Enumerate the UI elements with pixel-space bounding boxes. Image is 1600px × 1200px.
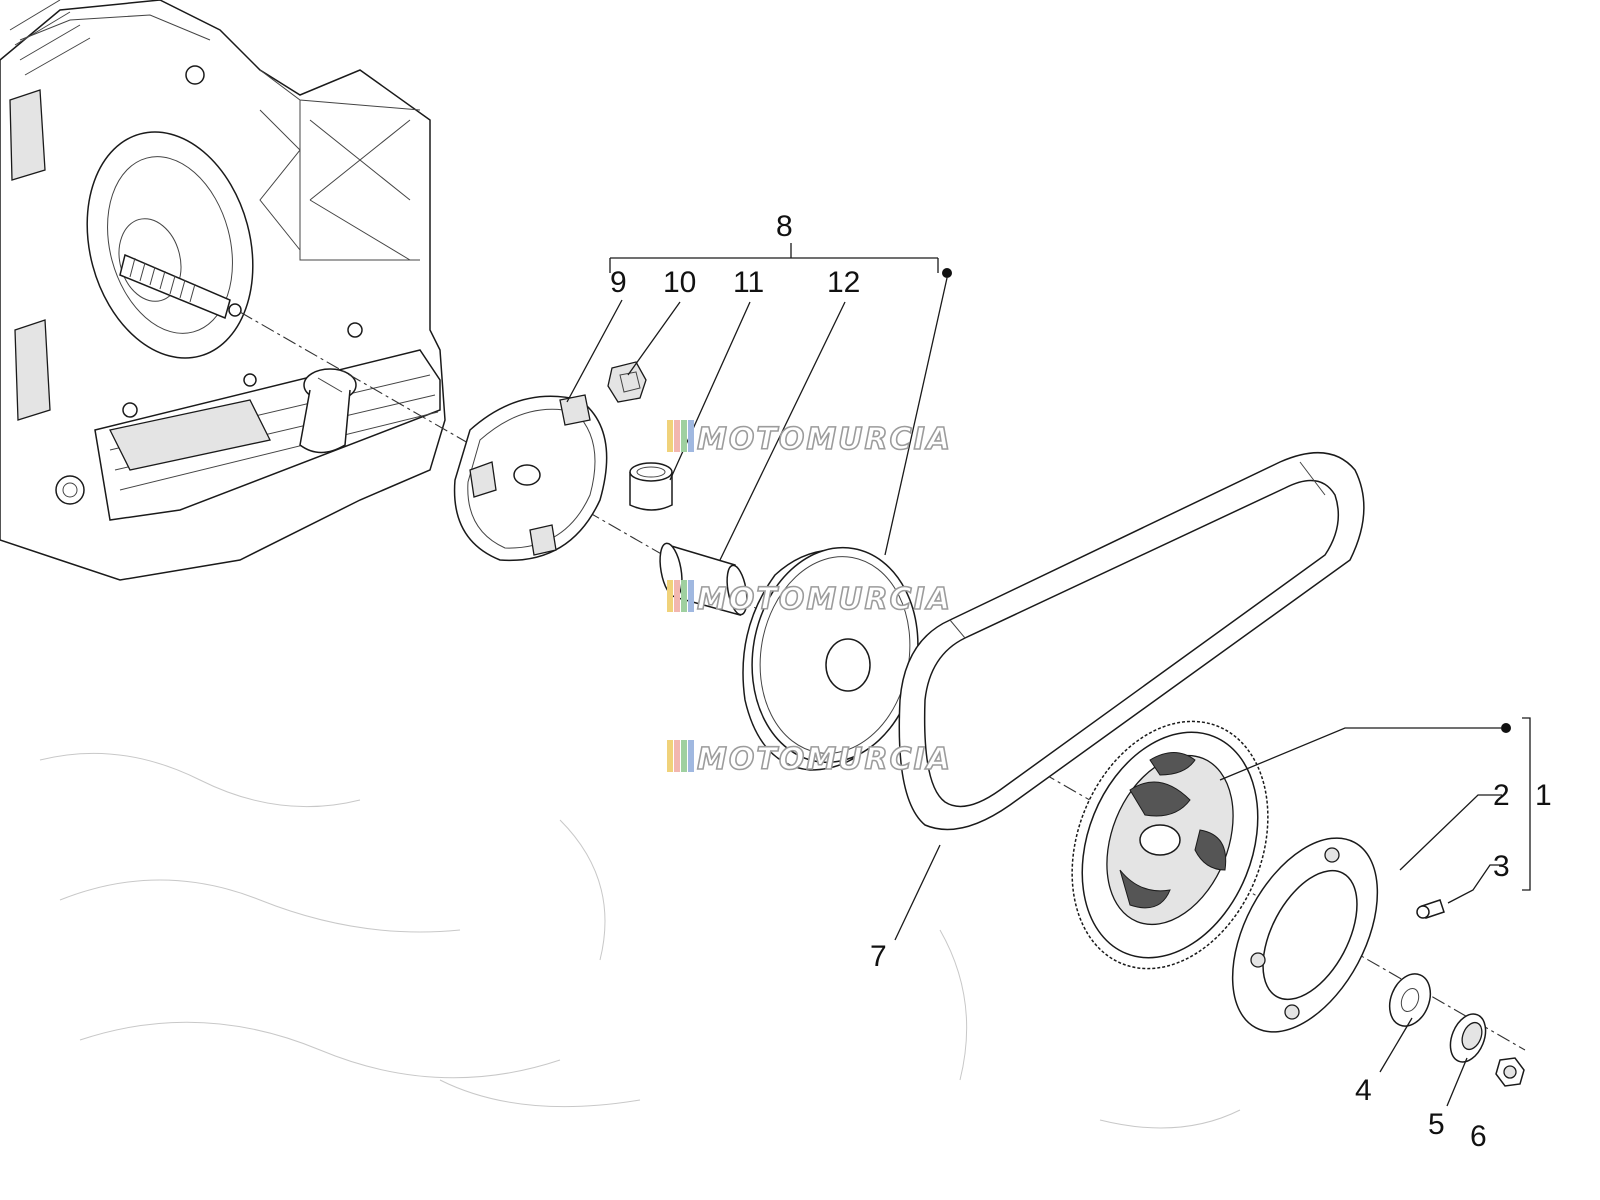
callout-10: 10 [663,266,696,299]
watermark-text: MOTOMURCIA [697,742,952,777]
part-clutch-assembly [1071,720,1269,970]
callout-labels: 1 2 3 4 5 6 7 8 9 10 11 12 [610,210,1552,1153]
callout-4: 4 [1355,1074,1372,1107]
callout-7: 7 [870,940,887,973]
callout-12: 12 [827,266,860,299]
part-6-nut [1495,1057,1525,1087]
part-7-drive-belt [898,451,1365,831]
engine-crankcase [0,0,446,581]
watermark-2: MOTOMURCIA [667,580,952,618]
part-4-washer [1388,973,1432,1027]
background-ghost-sketch [39,752,1241,1129]
callout-11: 11 [733,266,764,299]
watermark-3: MOTOMURCIA [667,740,952,778]
part-variator-pulley [742,546,919,771]
callout-1: 1 [1535,779,1552,812]
part-11-roller [629,462,673,511]
callout-6: 6 [1470,1120,1487,1153]
part-10-slider [607,361,647,403]
part-9-ramp-plate [453,394,608,562]
callout-5: 5 [1428,1108,1445,1141]
watermark-text: MOTOMURCIA [697,582,952,617]
callout-9: 9 [610,266,627,299]
part-3-screw [1416,899,1445,919]
callout-3: 3 [1493,850,1510,883]
part-2-cover-plate [1231,837,1379,1033]
watermark-text: MOTOMURCIA [697,422,952,457]
part-5-spacer [1449,1013,1487,1063]
callout-8: 8 [776,210,793,243]
watermark-1: MOTOMURCIA [667,420,952,458]
callout-2: 2 [1493,779,1510,812]
